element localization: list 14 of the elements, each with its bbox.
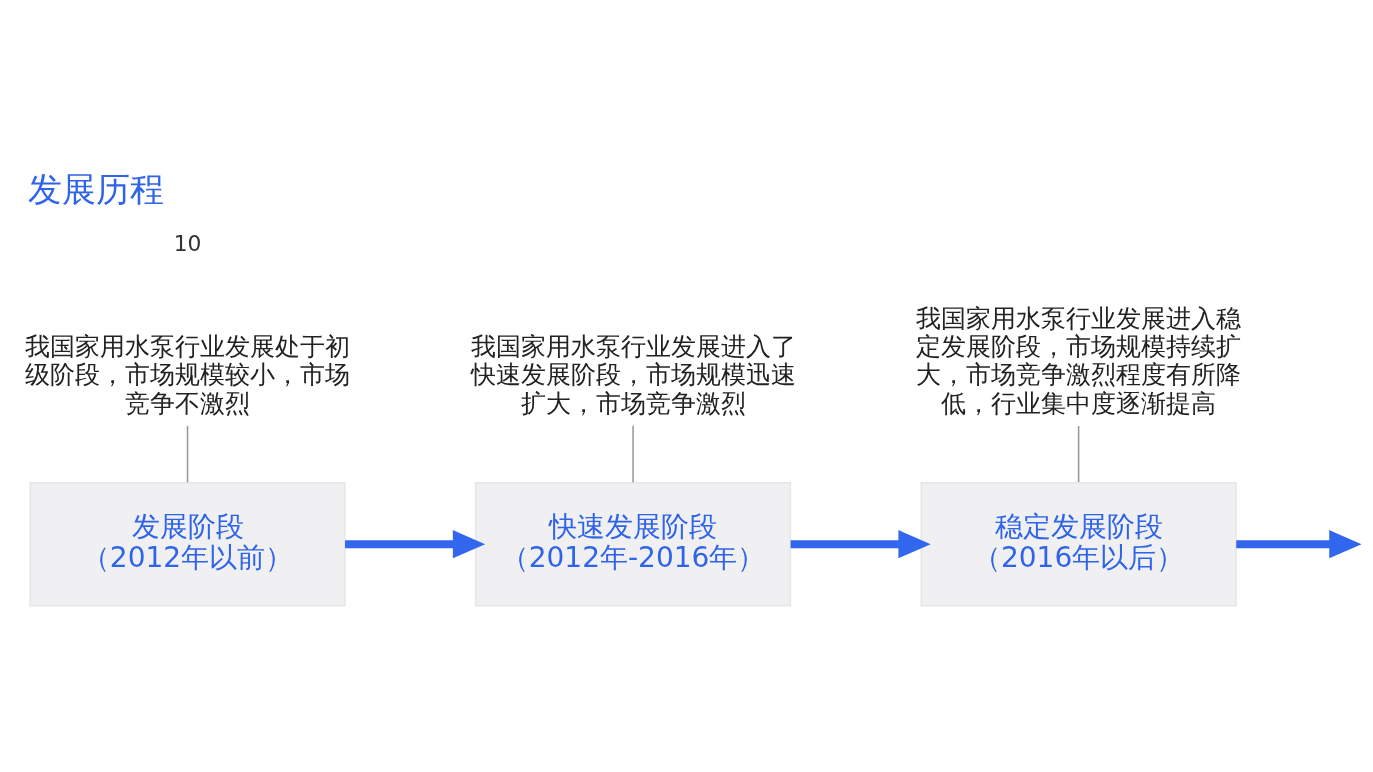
node-box: 快速发展阶段 （2012年-2016年） bbox=[474, 481, 792, 607]
connector bbox=[1077, 424, 1080, 483]
arrow bbox=[1236, 529, 1362, 558]
node-text: 我国家用水泵行业发展处于初级阶段，市场规模较小，市场竞争不激烈 bbox=[25, 331, 351, 417]
label: 10 bbox=[173, 230, 202, 256]
arrow bbox=[345, 529, 486, 558]
connector bbox=[632, 424, 634, 483]
node-box: 发展阶段 （2012年以前） bbox=[29, 481, 346, 607]
diagram-title: 发展历程 bbox=[28, 168, 165, 209]
connector bbox=[186, 424, 189, 483]
node-text: 我国家用水泵行业发展进入稳定发展阶段，市场规模持续扩大，市场竞争激烈程度有所降低，行业集中度逐渐提高 bbox=[916, 303, 1242, 417]
node-text: 我国家用水泵行业发展进入了快速发展阶段，市场规模迅速扩大，市场竞争激烈 bbox=[470, 331, 796, 417]
arrow bbox=[790, 529, 931, 558]
node-box: 稳定发展阶段 （2016年以后） bbox=[920, 481, 1237, 607]
